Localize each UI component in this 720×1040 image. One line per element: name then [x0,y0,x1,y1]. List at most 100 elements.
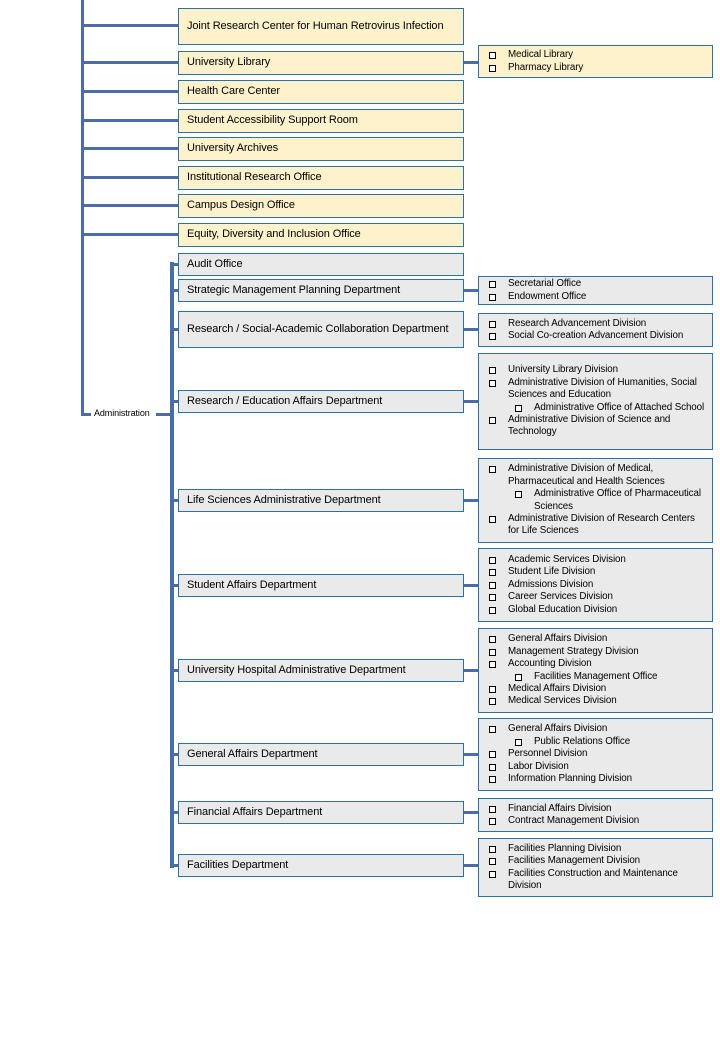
left-spine-line [81,0,84,416]
detail-item: Accounting Division [487,658,708,670]
connector-line [83,119,178,122]
dept-label: Financial Affairs Department [187,805,323,818]
square-bullet-icon [489,685,496,693]
dept-box-research-social-academic-collaboration: Research / Social-Academic Collaboration… [178,311,464,348]
square-bullet-icon [489,594,496,602]
detail-item-label: Social Co-creation Advancement Division [508,330,684,341]
connector-line [463,669,479,672]
square-bullet-icon [489,726,496,734]
square-bullet-icon [489,661,496,669]
square-bullet-icon [489,818,496,825]
connector-line [172,669,180,672]
detail-item: Facilities Management Division [487,855,708,867]
square-bullet-icon [489,466,496,474]
detail-item: General Affairs Division [487,723,708,735]
connector-line [83,176,178,179]
detail-item: Administrative Division of Science and T… [487,414,708,439]
square-bullet-icon [489,648,496,656]
connector-line [83,147,178,150]
dept-box-facilities: Facilities Department [178,854,464,877]
square-bullet-icon [489,858,496,866]
unit-label: University Library [187,56,271,69]
detail-item: Labor Division [487,761,708,773]
dept-label: University Hospital Administrative Depar… [187,663,406,676]
detail-item-label: Contract Management Division [508,815,640,826]
detail-item-label: Global Education Division [508,603,618,615]
square-bullet-icon [489,333,496,340]
unit-box-campus-design-office: Campus Design Office [178,194,464,218]
detail-item-label: Facilities Planning Division [508,842,622,854]
connector-line [463,753,479,756]
detail-item: Administrative Office of Pharmaceutical … [513,488,708,513]
connector-line [463,864,479,867]
square-bullet-icon [489,52,496,60]
square-bullet-icon [489,776,496,784]
connector-line [83,90,178,93]
detail-item: Endowment Office [487,291,708,303]
detail-item-label: Admissions Division [508,578,594,590]
connector-line [463,328,479,331]
dept-box-audit-office: Audit Office [178,253,464,276]
detail-item: Medical Library [487,49,708,61]
detail-item-label: University Library Division [508,364,618,376]
dept-label: Audit Office [187,257,243,270]
detail-item: Medical Affairs Division [487,683,708,695]
detail-item-label: Medical Library [508,49,573,61]
square-bullet-icon [489,367,496,375]
unit-label: Joint Research Center for Human Retrovir… [187,19,444,32]
connector-line [463,584,479,587]
square-bullet-icon [489,698,496,706]
detail-item: Administrative Division of Research Cent… [487,513,708,538]
square-bullet-icon [489,64,496,72]
square-bullet-icon [515,404,522,412]
detail-item: Administrative Division of Medical, Phar… [487,463,708,488]
detail-item-label: Administrative Division of Medical, Phar… [508,463,665,487]
connector-line [463,811,479,814]
square-bullet-icon [489,763,496,771]
detail-item: Administrative Division of Humanities, S… [487,377,708,402]
connector-line [172,864,180,867]
dept-label: Research / Education Affairs Department [187,394,383,407]
detail-item-label: Student Life Division [508,566,596,578]
detail-item-label: Administrative Office of Pharmaceutical … [534,488,701,512]
unit-box-equity-diversity-inclusion-office: Equity, Diversity and Inclusion Office [178,223,464,247]
detail-item-label: Career Services Division [508,591,613,603]
connector-line [83,204,178,207]
administration-label: Administration [94,408,150,418]
dept-label: Life Sciences Administrative Department [187,493,381,506]
detail-item: Career Services Division [487,591,708,603]
detail-item-label: Administrative Division of Science and T… [508,413,671,438]
detail-box-life-sciences-administrative: Administrative Division of Medical, Phar… [478,458,713,543]
connector-line [172,499,180,502]
detail-item: Facilities Planning Division [487,843,708,855]
unit-box-university-archives: University Archives [178,137,464,161]
connector-line [172,811,180,814]
square-bullet-icon [489,805,496,813]
detail-item-label: Financial Affairs Division [508,802,612,814]
unit-label: University Archives [187,142,279,155]
connector-line [463,499,479,502]
unit-label: Institutional Research Office [187,171,322,184]
detail-item-label: Administrative Division of Humanities, S… [508,376,697,401]
unit-label: Campus Design Office [187,199,295,212]
detail-item-label: Accounting Division [508,658,592,670]
square-bullet-icon [489,379,496,387]
detail-item-label: Facilities Management Division [508,855,641,867]
detail-item: Financial Affairs Division [487,803,708,815]
connector-line [172,328,180,331]
dept-box-student-affairs: Student Affairs Department [178,574,464,597]
detail-item-label: Pharmacy Library [508,61,584,73]
detail-item: Pharmacy Library [487,62,708,74]
detail-item: Student Life Division [487,566,708,578]
connector-line [172,584,180,587]
square-bullet-icon [489,416,496,424]
detail-item: General Affairs Division [487,633,708,645]
unit-box-student-accessibility-support-room: Student Accessibility Support Room [178,109,464,133]
detail-item-label: Academic Services Division [508,553,626,565]
detail-item: Medical Services Division [487,695,708,707]
square-bullet-icon [489,320,496,328]
connector-line [463,61,479,64]
